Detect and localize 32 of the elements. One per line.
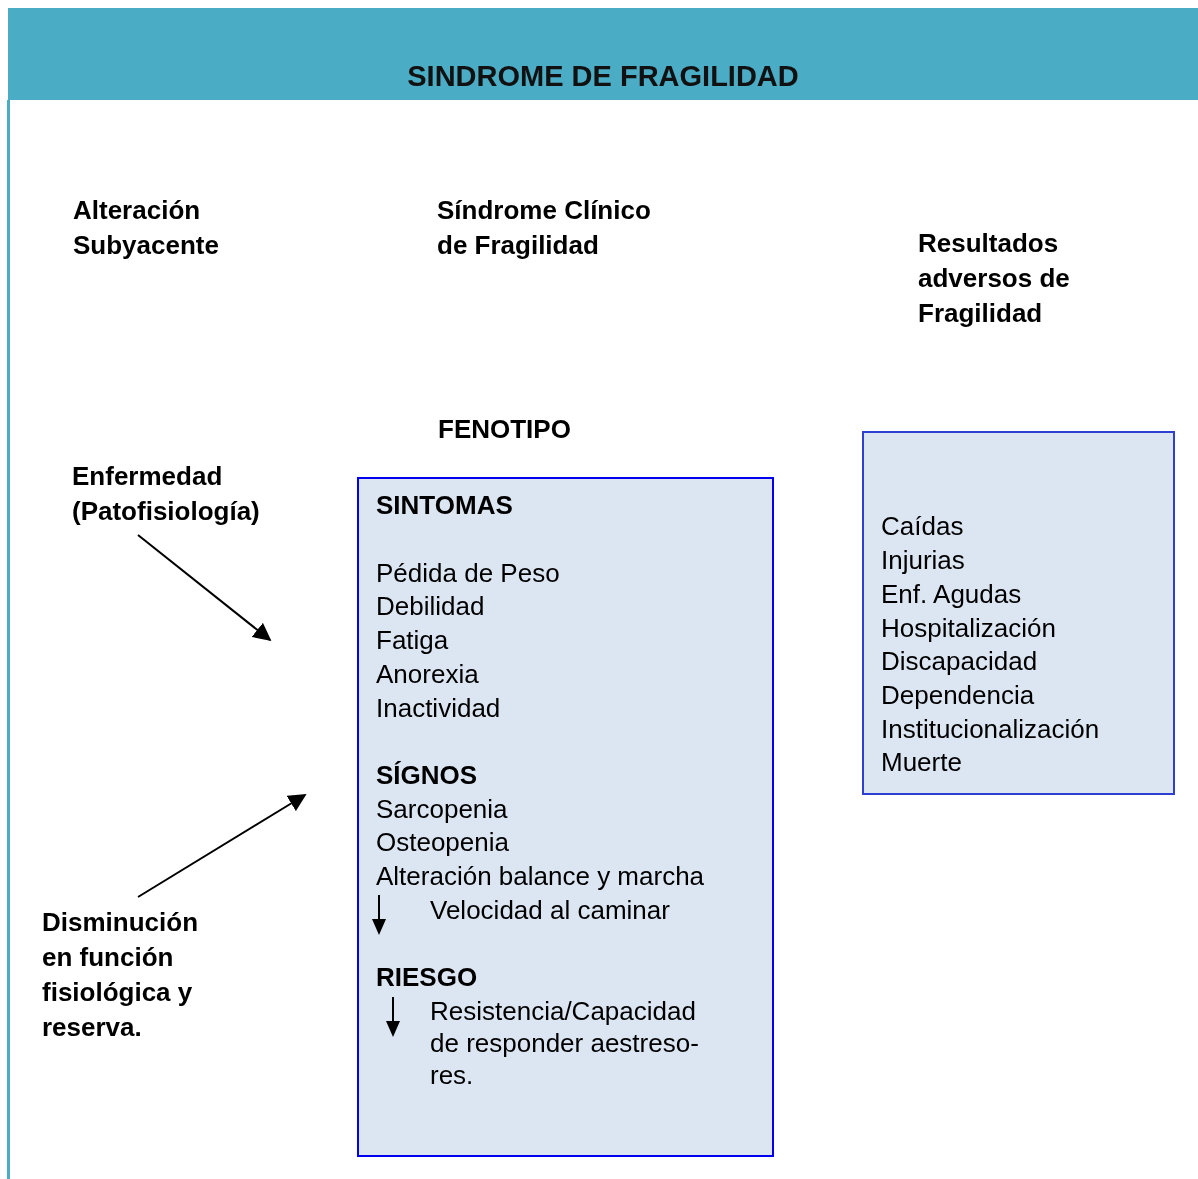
arrow (137, 794, 307, 898)
section-heading: SÍGNOS (376, 759, 478, 791)
list-item: Injurias (881, 544, 965, 576)
section-heading: RIESGO (376, 961, 478, 993)
list-item: Fatiga (376, 624, 449, 656)
cause-text: Disminución en función fisiológica y reserva. (42, 906, 199, 1044)
list-item: Resistencia/Capacidad de responder aestreso- res. (430, 995, 700, 1091)
column-heading: Alteración Subyacente (73, 194, 220, 262)
list-item: Hospitalización (881, 612, 1056, 644)
list-item: Caídas (881, 510, 964, 542)
arrow (137, 534, 272, 642)
list-box (357, 477, 774, 1157)
section-label: FENOTIPO (438, 413, 572, 446)
column-heading: Resultados adversos de Fragilidad (918, 227, 1071, 330)
list-item: Sarcopenia (376, 793, 508, 825)
list-item: Osteopenia (376, 826, 509, 858)
list-item: Institucionalización (881, 713, 1100, 745)
list-item: Pédida de Peso (376, 557, 560, 589)
cause-text: Enfermedad (Patofisiología) (72, 460, 261, 528)
list-item: Inactividad (376, 692, 501, 724)
list-item: Alteración balance y marcha (376, 860, 705, 892)
column-heading: Síndrome Clínico de Fragilidad (437, 194, 652, 262)
list-item: Anorexia (376, 658, 479, 690)
list-item: Velocidad al caminar (430, 894, 670, 926)
list-item: Muerte (881, 746, 962, 778)
title: SINDROME DE FRAGILIDAD (406, 60, 800, 93)
list-item: Enf. Agudas (881, 578, 1022, 610)
list-box (862, 431, 1175, 795)
list-item: Discapacidad (881, 645, 1038, 677)
list-item: Dependencia (881, 679, 1035, 711)
section-heading: SINTOMAS (376, 489, 513, 521)
list-item: Debilidad (376, 590, 485, 622)
